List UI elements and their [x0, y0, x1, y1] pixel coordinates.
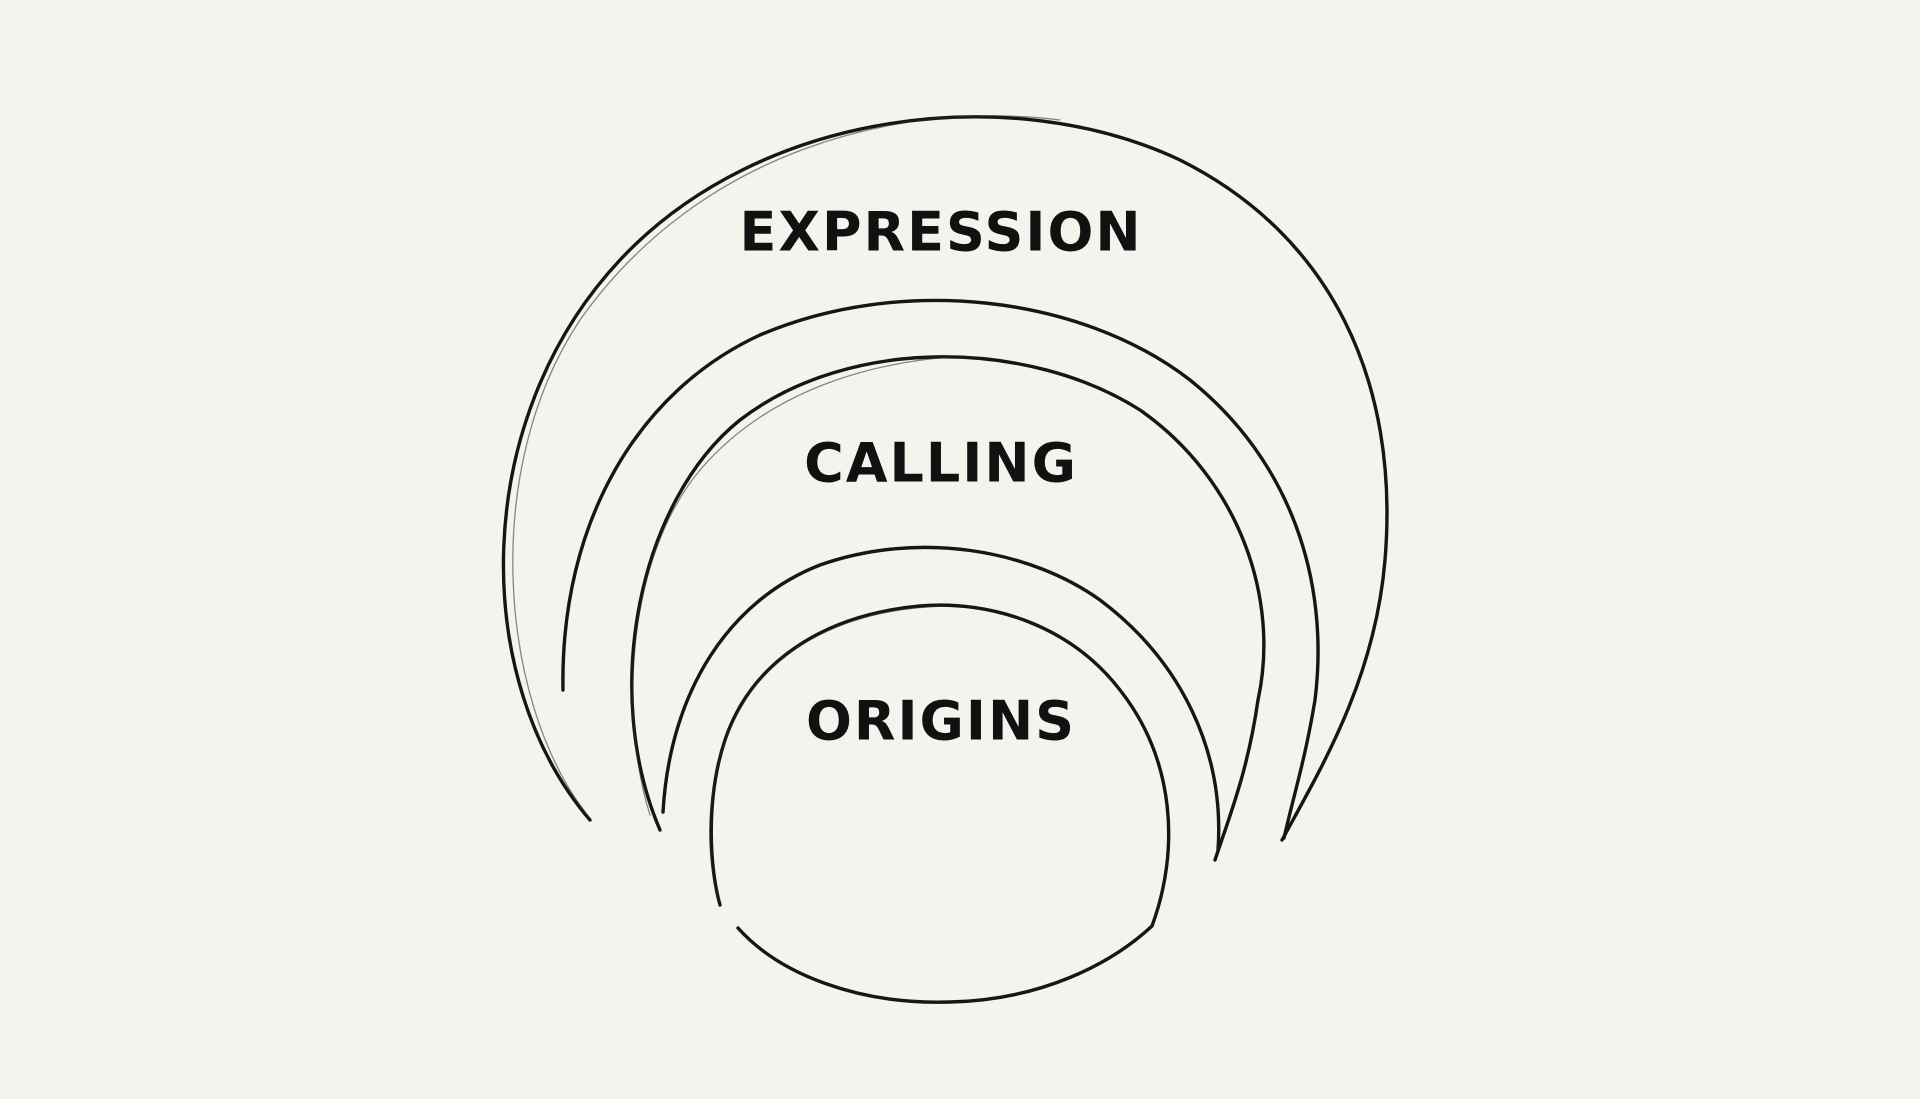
layer-label-expression: EXPRESSION	[739, 200, 1143, 264]
layer-label-origins: ORIGINS	[805, 689, 1077, 753]
layer-label-calling: CALLING	[804, 431, 1078, 495]
ring-calling-outer	[630, 355, 1266, 862]
ring-origins	[709, 603, 1171, 1004]
ring-calling-outer-sketch	[632, 356, 951, 816]
ring-expression-outer-sketch	[512, 115, 1061, 813]
ring-origins-sketch	[709, 605, 946, 901]
ring-expression-outer	[501, 115, 1389, 842]
ring-calling-inner	[661, 545, 1221, 852]
ring-expression-inner	[561, 298, 1320, 840]
